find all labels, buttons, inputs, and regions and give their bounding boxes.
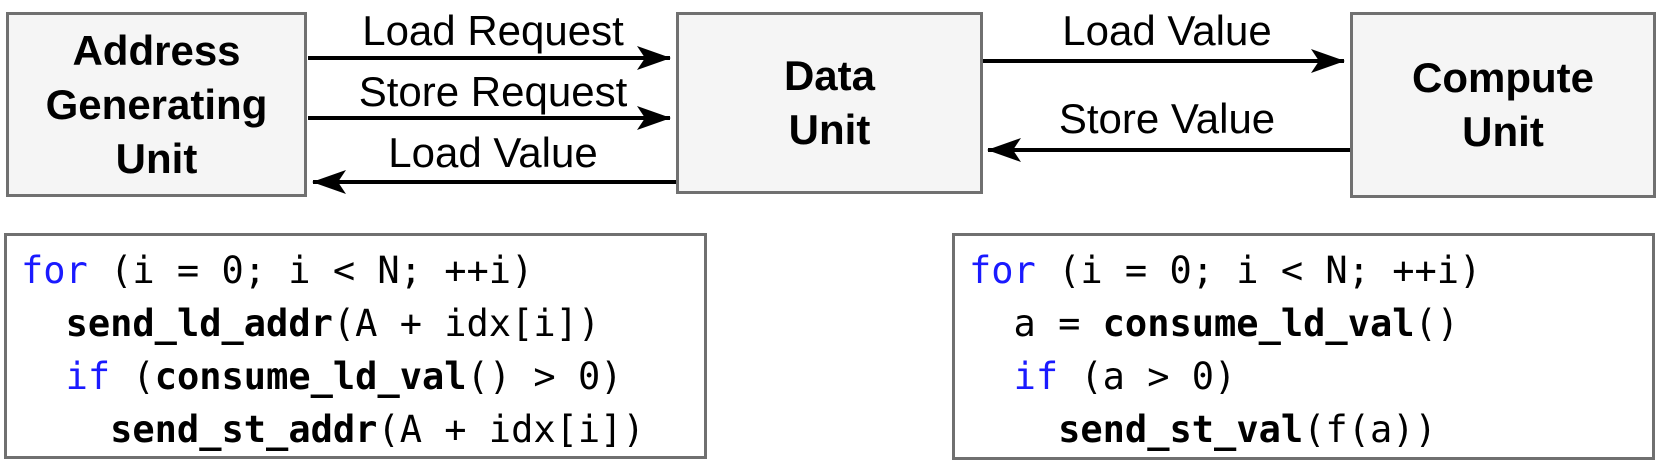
unit-label-line: Compute	[1412, 54, 1594, 101]
arrow-label-store-request: Store Request	[358, 68, 628, 115]
code-text	[969, 408, 1058, 451]
code-text: (i = 0; i < N; ++i)	[87, 249, 534, 292]
code-text: (A + idx[i])	[332, 302, 601, 345]
arrow-label-load-value-right: Load Value	[1062, 7, 1272, 54]
code-line: send_ld_addr(A + idx[i])	[21, 297, 690, 350]
code-line: for (i = 0; i < N; ++i)	[21, 244, 690, 297]
unit-box-address-generating: Address Generating Unit	[6, 12, 307, 197]
arrow-label-store-value: Store Value	[1058, 95, 1276, 142]
code-keyword: if	[65, 355, 111, 398]
code-block-address-generating-unit: for (i = 0; i < N; ++i) send_ld_addr(A +…	[4, 233, 707, 459]
unit-label-line: Unit	[115, 134, 198, 182]
arrow-label-load-request: Load Request	[362, 7, 624, 54]
code-function-name: send_st_addr	[110, 408, 378, 451]
unit-label-line: Data	[783, 52, 876, 99]
code-line: send_st_val(f(a))	[969, 403, 1638, 456]
code-function-name: consume_ld_val	[1102, 302, 1415, 345]
unit-label-line: Unit	[788, 106, 871, 153]
code-text: (A + idx[i])	[377, 408, 645, 451]
code-function-name: consume_ld_val	[154, 355, 467, 398]
code-text: (i = 0; i < N; ++i)	[1035, 249, 1482, 292]
code-text: ()	[1414, 302, 1460, 345]
code-line: a = consume_ld_val()	[969, 297, 1638, 350]
code-text	[21, 408, 110, 451]
code-text: () > 0)	[466, 355, 623, 398]
code-text: a =	[969, 302, 1103, 345]
code-text: (f(a))	[1303, 408, 1437, 451]
code-function-name: send_st_val	[1058, 408, 1304, 451]
code-line: if (consume_ld_val() > 0)	[21, 350, 690, 403]
unit-box-data: Data Unit	[676, 12, 983, 194]
code-line: for (i = 0; i < N; ++i)	[969, 244, 1638, 297]
code-text	[21, 355, 66, 398]
code-keyword: for	[969, 249, 1036, 292]
code-text: (	[110, 355, 155, 398]
code-keyword: for	[21, 249, 88, 292]
unit-label-line: Unit	[1462, 108, 1544, 155]
code-keyword: if	[1013, 355, 1059, 398]
code-text	[21, 302, 66, 345]
code-line: if (a > 0)	[969, 350, 1638, 403]
unit-label-line: Address	[72, 26, 241, 74]
code-function-name: send_ld_addr	[65, 302, 333, 345]
code-line: send_st_addr(A + idx[i])	[21, 403, 690, 456]
unit-label-line: Generating	[45, 80, 268, 128]
code-text: (a > 0)	[1058, 355, 1237, 398]
code-block-compute-unit: for (i = 0; i < N; ++i) a = consume_ld_v…	[952, 233, 1655, 460]
arrow-label-load-value-left: Load Value	[388, 129, 598, 176]
unit-box-compute: Compute Unit	[1350, 12, 1656, 198]
code-text	[969, 355, 1014, 398]
